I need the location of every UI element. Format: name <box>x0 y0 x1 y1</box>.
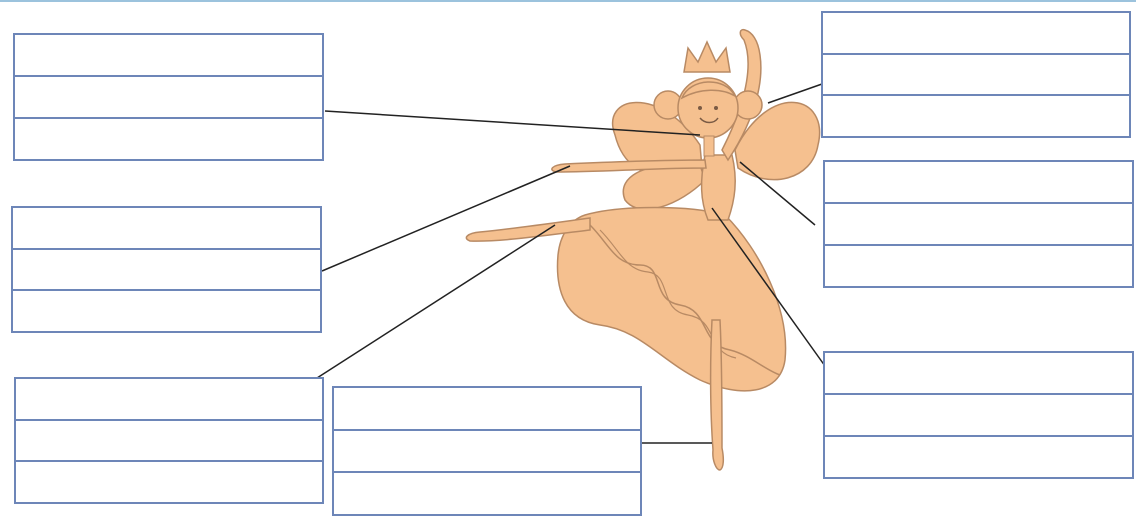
label-row[interactable] <box>823 96 1129 136</box>
leader-line-top-left <box>324 110 701 136</box>
ballerina-illustration <box>465 28 821 471</box>
skirt-ruffle <box>589 224 781 376</box>
label-row[interactable] <box>16 421 322 463</box>
label-box-bottom-left[interactable] <box>14 377 324 504</box>
label-row[interactable] <box>334 473 640 514</box>
label-row[interactable] <box>15 77 322 119</box>
leader-line-bottom-right <box>711 207 826 367</box>
label-box-middle-right[interactable] <box>823 160 1134 288</box>
label-row[interactable] <box>825 437 1132 477</box>
extended-arm <box>551 159 707 173</box>
leader-line-top-right <box>767 83 823 104</box>
label-row[interactable] <box>823 13 1129 55</box>
label-box-bottom-right[interactable] <box>823 351 1134 479</box>
tutu-skirt <box>556 206 787 392</box>
hair-fringe <box>680 81 737 100</box>
left-eye <box>698 106 702 110</box>
label-row[interactable] <box>334 388 640 431</box>
leader-line-middle-left <box>321 165 571 272</box>
leader-line-bottom-left <box>316 224 556 379</box>
label-row[interactable] <box>334 431 640 474</box>
label-row[interactable] <box>823 55 1129 97</box>
label-row[interactable] <box>15 35 322 77</box>
left-lower-wing <box>622 163 706 210</box>
label-row[interactable] <box>16 379 322 421</box>
label-row[interactable] <box>825 246 1132 286</box>
label-row[interactable] <box>13 250 320 292</box>
label-box-top-right[interactable] <box>821 11 1131 138</box>
label-row[interactable] <box>825 204 1132 246</box>
label-row[interactable] <box>15 119 322 159</box>
right-eye <box>714 106 718 110</box>
label-box-bottom-center[interactable] <box>332 386 642 516</box>
crown <box>683 40 731 73</box>
standing-leg <box>709 319 725 471</box>
smile <box>699 117 719 124</box>
label-row[interactable] <box>13 208 320 250</box>
label-row[interactable] <box>13 291 320 331</box>
label-box-middle-left[interactable] <box>11 206 322 333</box>
label-row[interactable] <box>825 395 1132 437</box>
leader-lines <box>316 83 826 444</box>
label-row[interactable] <box>825 162 1132 204</box>
bodice <box>700 154 736 221</box>
top-border-rule <box>0 0 1136 2</box>
label-row[interactable] <box>16 462 322 502</box>
leader-line-middle-right <box>739 161 816 226</box>
label-row[interactable] <box>825 353 1132 395</box>
neck <box>703 135 715 157</box>
right-wing <box>734 101 821 181</box>
label-box-top-left[interactable] <box>13 33 324 161</box>
